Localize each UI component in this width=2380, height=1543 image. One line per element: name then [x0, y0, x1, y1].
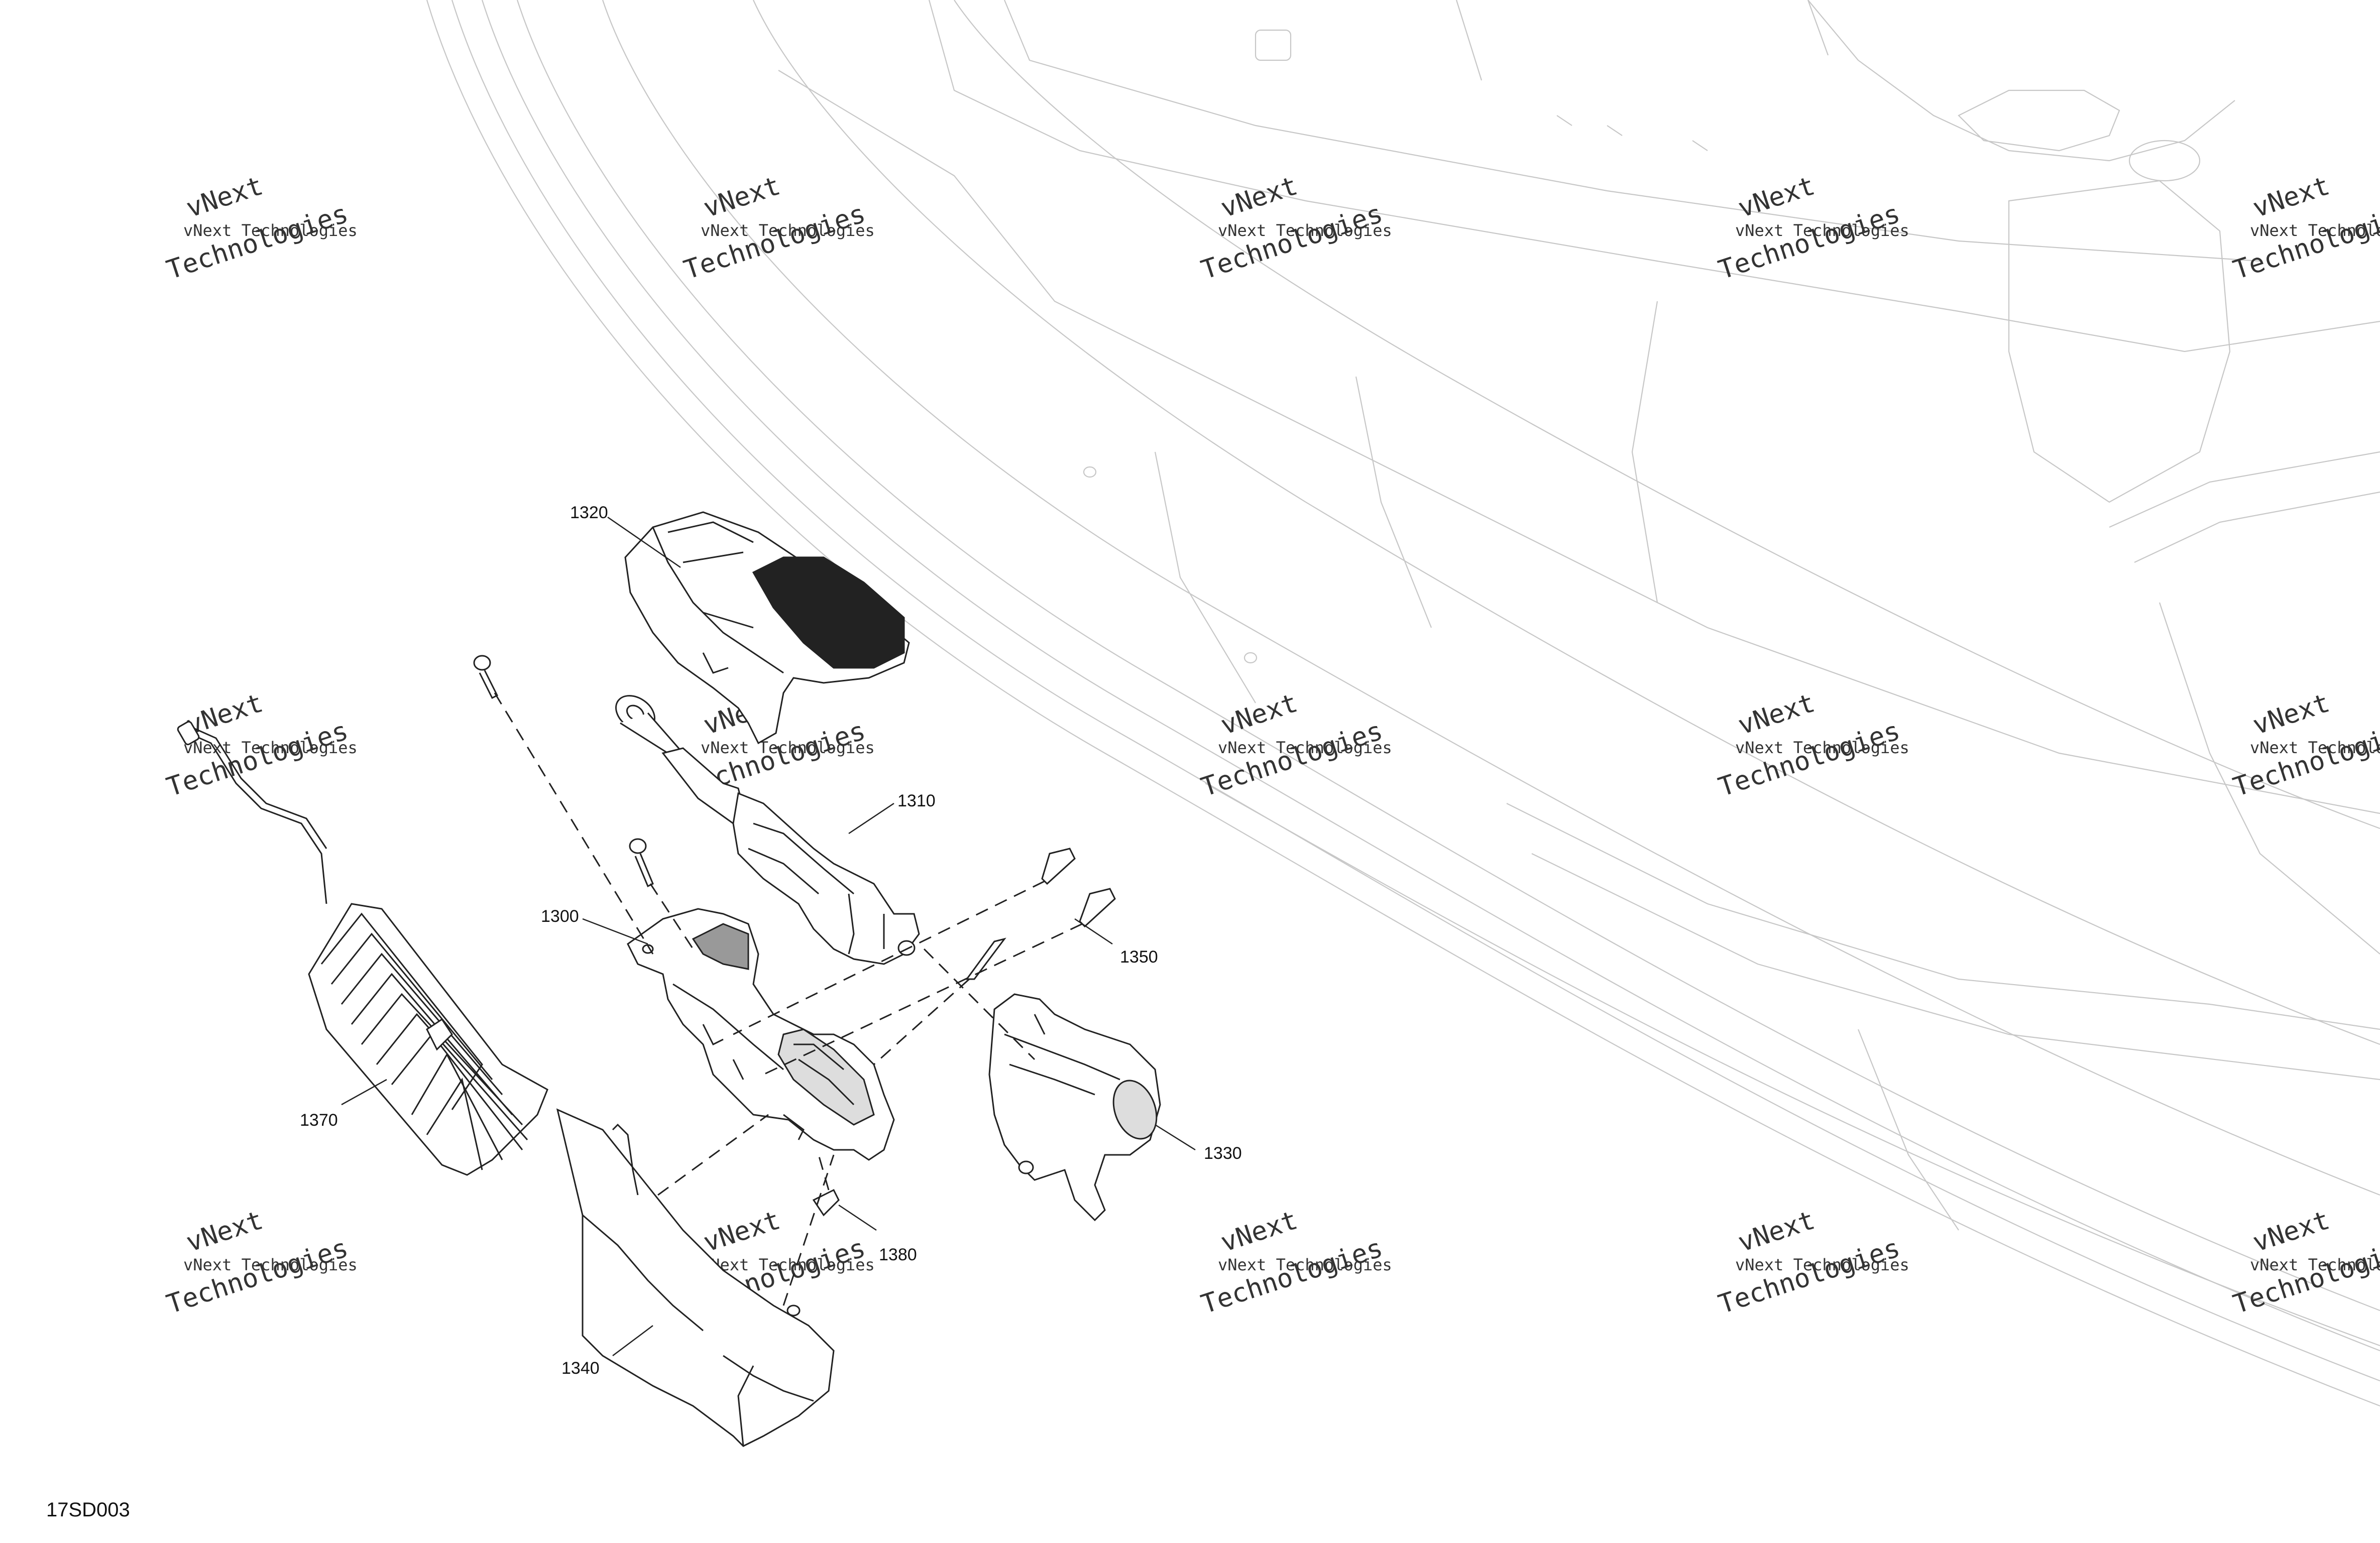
part-1300-shifter-base — [627, 908, 895, 1161]
svg-text:vNext Technologies: vNext Technologies — [2250, 1255, 2380, 1274]
watermark: vNext Technologies vNext Technologies — [2230, 1205, 2380, 1320]
svg-text:vNext Technologies: vNext Technologies — [1218, 1255, 1392, 1274]
assembly-lines — [494, 692, 1083, 1306]
leader-lines — [341, 516, 1196, 1356]
watermark: vNext Technologies vNext Technologies — [1198, 1205, 1392, 1320]
svg-text:vNext: vNext — [700, 171, 784, 223]
drawing-id: 17SD003 — [46, 1499, 130, 1521]
svg-text:vNext: vNext — [2249, 1205, 2333, 1258]
svg-text:vNext: vNext — [1735, 688, 1819, 741]
watermark: vNext Technologies vNext Technologies — [1715, 171, 1909, 285]
watermark: vNext Technologies vNext Technologies — [163, 688, 358, 802]
watermark: vNext Technologies vNext Technologies — [1715, 1205, 1909, 1320]
svg-text:vNext: vNext — [700, 1205, 784, 1258]
svg-text:vNext Technologies: vNext Technologies — [701, 221, 875, 240]
svg-text:Technologies: Technologies — [2230, 1233, 2380, 1320]
part-1320-shift-boot — [624, 511, 910, 745]
svg-text:vNext: vNext — [1217, 1205, 1301, 1258]
watermark: vNext Technologies vNext Technologies — [163, 1205, 358, 1320]
watermark: vNext Technologies vNext Technologies — [163, 171, 358, 285]
watermark: vNext Technologies vNext Technologies — [2230, 688, 2380, 802]
part-1330-housing — [988, 993, 1161, 1222]
svg-text:vNext Technologies: vNext Technologies — [1218, 738, 1392, 757]
svg-text:vNext: vNext — [183, 171, 267, 223]
callout-1340: 1340 — [561, 1359, 600, 1378]
svg-text:vNext: vNext — [183, 1205, 267, 1258]
svg-text:Technologies: Technologies — [2230, 716, 2380, 802]
part-bolt-upper-left — [473, 655, 499, 699]
svg-text:Technologies: Technologies — [2230, 198, 2380, 285]
svg-text:vNext Technologies: vNext Technologies — [183, 1255, 358, 1274]
callout-labels: 1320 1310 1300 1350 1370 1330 1380 1340 — [300, 503, 1242, 1378]
part-1340-cover-panel — [556, 1108, 835, 1447]
callout-1300: 1300 — [541, 907, 579, 926]
svg-text:vNext Technologies: vNext Technologies — [2250, 221, 2380, 240]
callout-1370: 1370 — [300, 1111, 338, 1130]
watermark: vNext Technologies vNext Technologies — [1198, 688, 1392, 802]
svg-text:vNext Technologies: vNext Technologies — [183, 221, 358, 240]
part-1380-screw — [812, 1189, 840, 1217]
watermark: vNext Technologies vNext Technologies — [1715, 688, 1909, 802]
svg-text:vNext: vNext — [2249, 171, 2333, 223]
svg-text:vNext Technologies: vNext Technologies — [1735, 221, 1909, 240]
svg-text:vNext: vNext — [1217, 171, 1301, 223]
callout-1310: 1310 — [897, 791, 936, 810]
part-1350-pins — [965, 848, 1116, 980]
svg-text:vNext Technologies: vNext Technologies — [1218, 221, 1392, 240]
callout-1350: 1350 — [1120, 947, 1158, 967]
part-1370-wiring-harness — [177, 721, 548, 1176]
vehicle-body-outline — [426, 0, 2380, 1407]
part-1310-shift-lever — [615, 695, 920, 965]
callout-1380: 1380 — [879, 1245, 917, 1264]
svg-text:vNext: vNext — [2249, 688, 2333, 741]
callout-1330: 1330 — [1204, 1144, 1242, 1163]
svg-text:vNext Technologies: vNext Technologies — [1735, 1255, 1909, 1274]
svg-text:vNext Technologies: vNext Technologies — [2250, 738, 2380, 757]
svg-text:vNext: vNext — [1735, 171, 1819, 223]
watermark: vNext Technologies vNext Technologies — [2230, 171, 2380, 285]
callout-1320: 1320 — [570, 503, 608, 522]
svg-text:vNext Technologies: vNext Technologies — [1735, 738, 1909, 757]
part-bolt-lower-left — [629, 838, 654, 888]
svg-text:vNext: vNext — [1735, 1205, 1819, 1258]
svg-text:vNext Technologies: vNext Technologies — [183, 738, 358, 757]
watermark: vNext Technologies vNext Technologies — [1198, 171, 1392, 285]
svg-text:vNext: vNext — [1217, 688, 1301, 741]
svg-text:vNext Technologies: vNext Technologies — [701, 1255, 875, 1274]
svg-text:vNext Technologies: vNext Technologies — [701, 738, 875, 757]
